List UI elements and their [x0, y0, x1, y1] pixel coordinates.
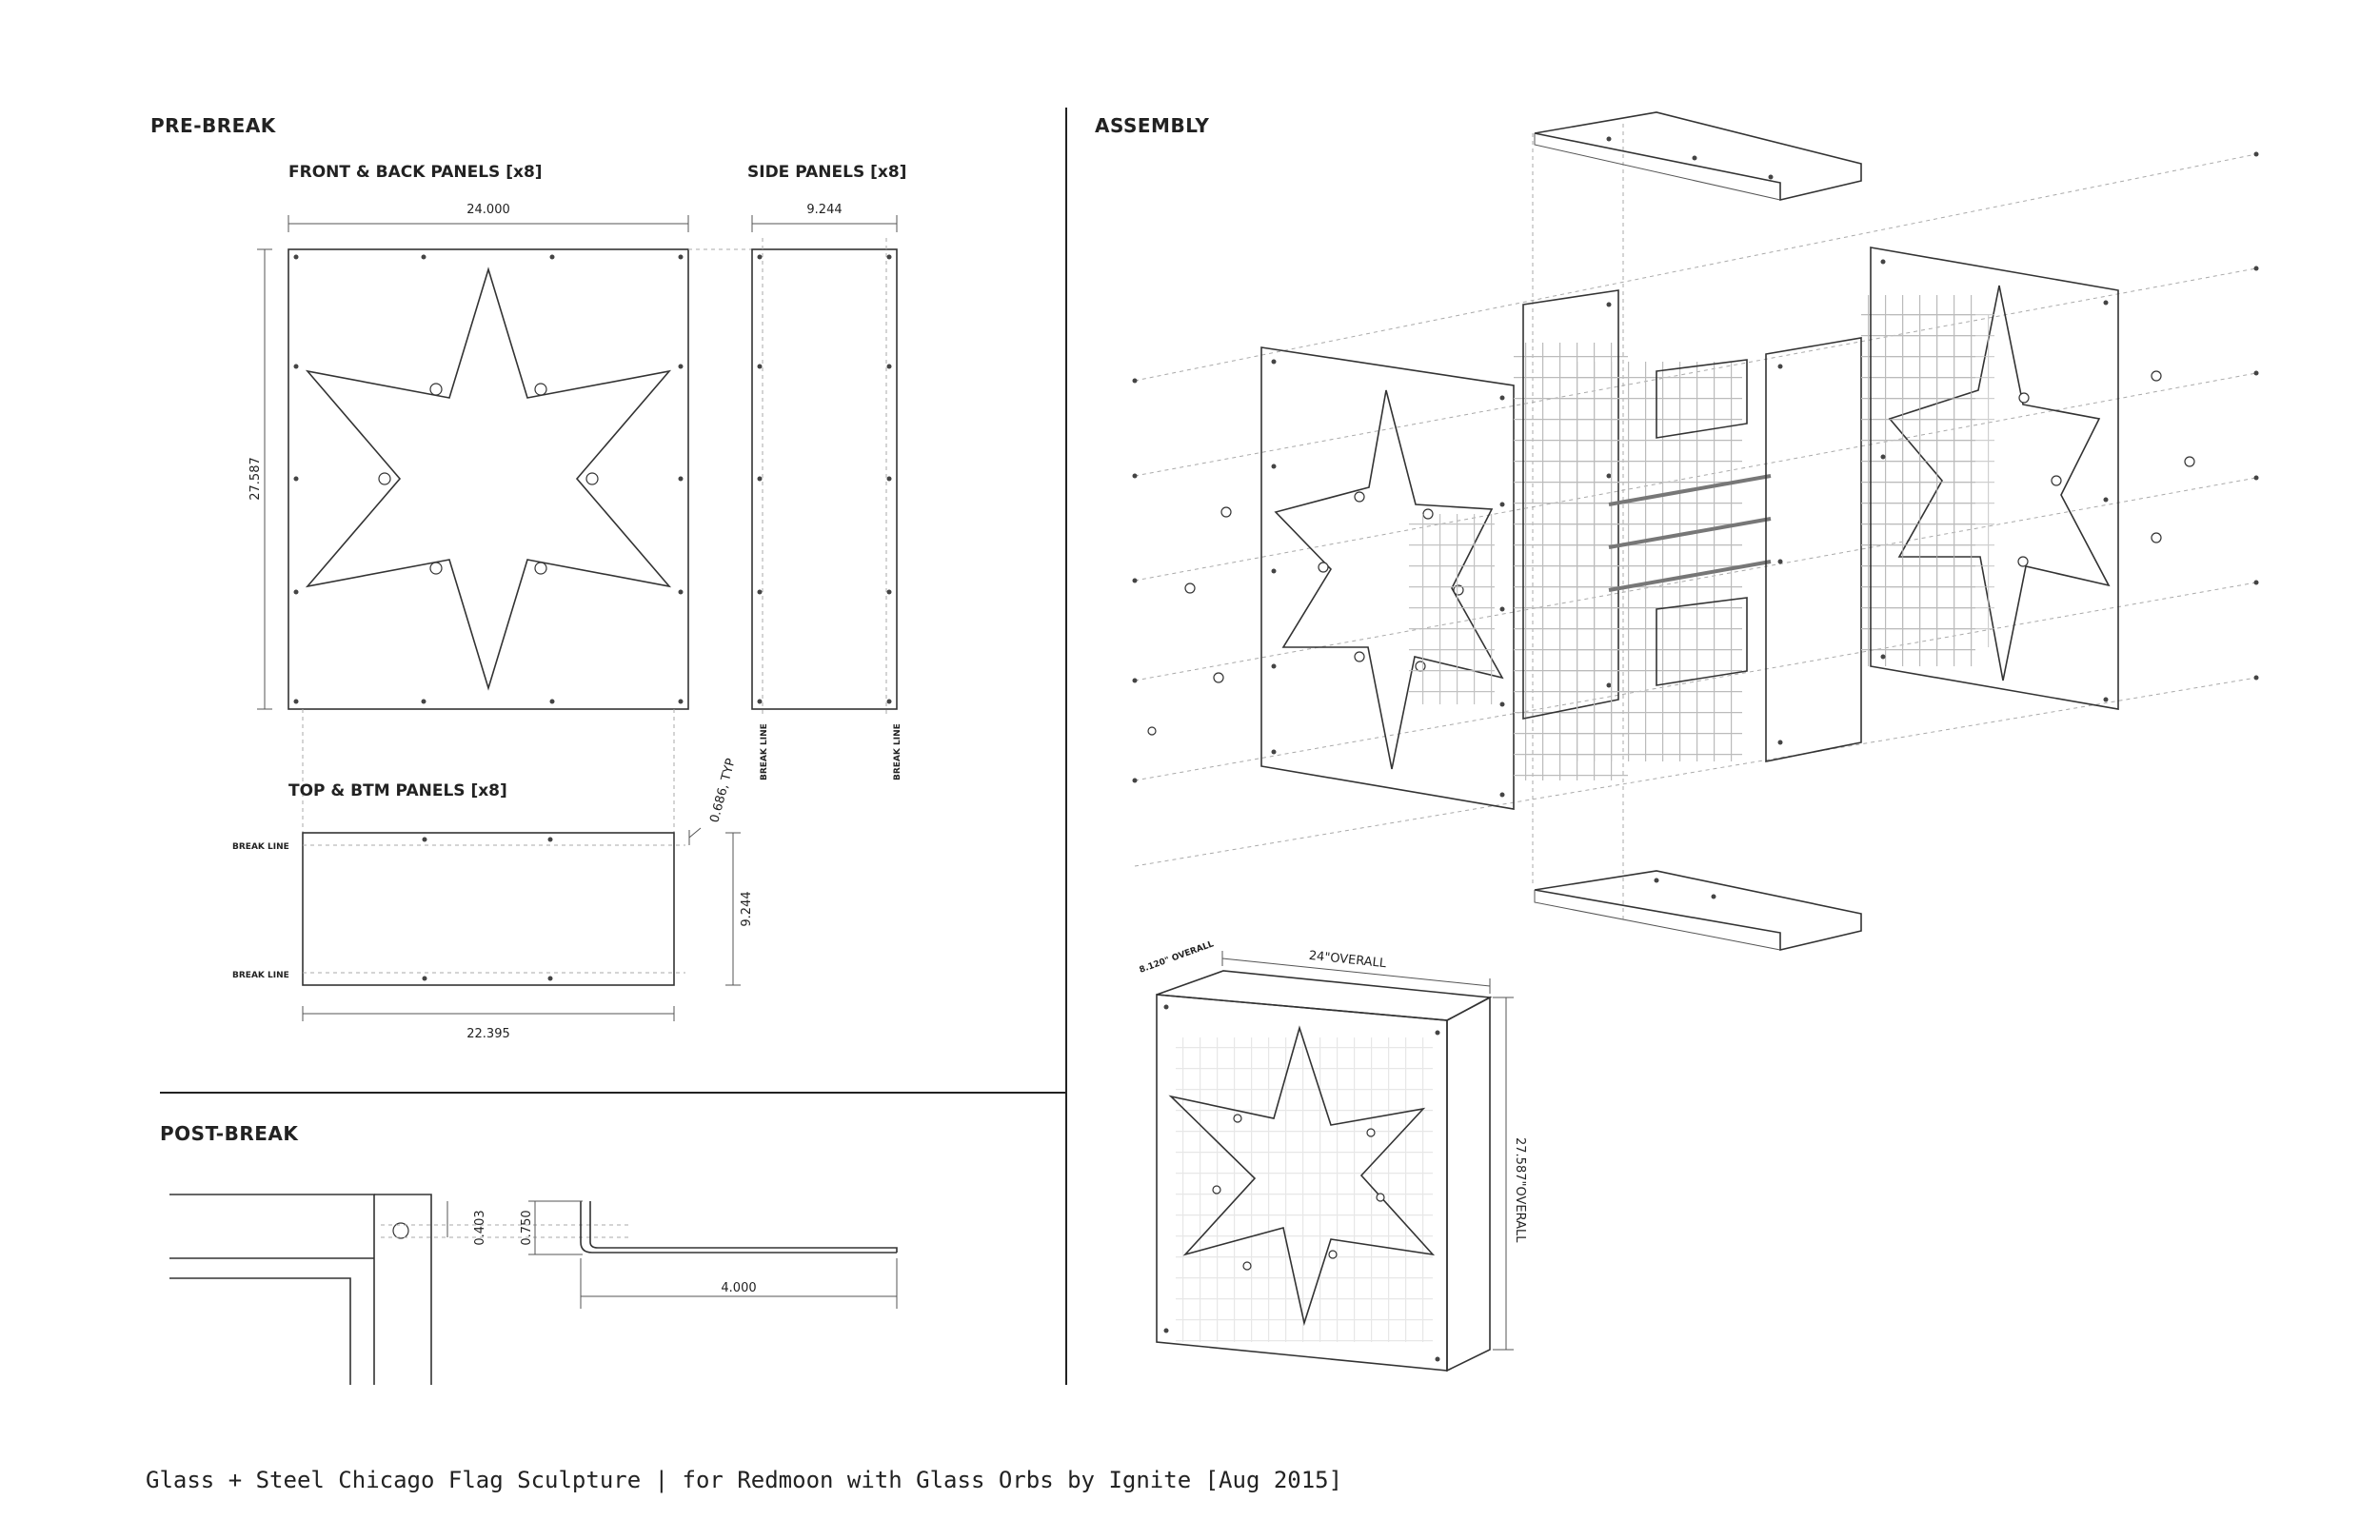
side-panel — [751, 238, 898, 716]
top-btm-panels-title: TOP & BTM PANELS [x8] — [288, 781, 507, 800]
post-break-detail — [169, 1194, 898, 1385]
overall-height-dimension: 27.587"OVERALL — [1513, 1137, 1527, 1243]
assembly-heading: ASSEMBLY — [1095, 114, 1209, 137]
drawing-caption: Glass + Steel Chicago Flag Sculpture | f… — [146, 1467, 1342, 1493]
overall-depth-dimension: 8.120" OVERALL — [1139, 939, 1216, 976]
side-panels-title: SIDE PANELS [x8] — [747, 163, 906, 182]
top-break-line-label: BREAK LINE — [232, 842, 289, 852]
post-403-dimension: 0.403 — [473, 1210, 487, 1245]
top-height-dimension: 9.244 — [740, 891, 754, 926]
front-width-dimension: 24.000 — [466, 203, 510, 217]
front-back-panels-title: FRONT & BACK PANELS [x8] — [288, 163, 543, 182]
post-750-dimension: 0.750 — [520, 1210, 534, 1245]
pre-break-heading: PRE-BREAK — [150, 114, 277, 137]
top-width-dimension: 22.395 — [466, 1027, 510, 1041]
post-4000-dimension: 4.000 — [721, 1281, 756, 1295]
side-width-dimension: 9.244 — [806, 203, 842, 217]
top-btm-panel — [302, 832, 685, 986]
post-break-heading: POST-BREAK — [160, 1122, 299, 1145]
front-height-dimension: 27.587 — [248, 457, 263, 501]
assembled-view — [1156, 970, 1493, 1372]
side-break-line-label-left: BREAK LINE — [760, 723, 769, 780]
overall-width-dimension: 24"OVERALL — [1308, 949, 1387, 972]
bottom-break-line-label: BREAK LINE — [232, 971, 289, 980]
front-back-panel — [288, 248, 689, 710]
flange-typ-dimension: 0.686, TYP — [707, 757, 738, 824]
side-break-line-label-right: BREAK LINE — [893, 723, 902, 780]
exploded-assembly — [1132, 111, 2259, 952]
